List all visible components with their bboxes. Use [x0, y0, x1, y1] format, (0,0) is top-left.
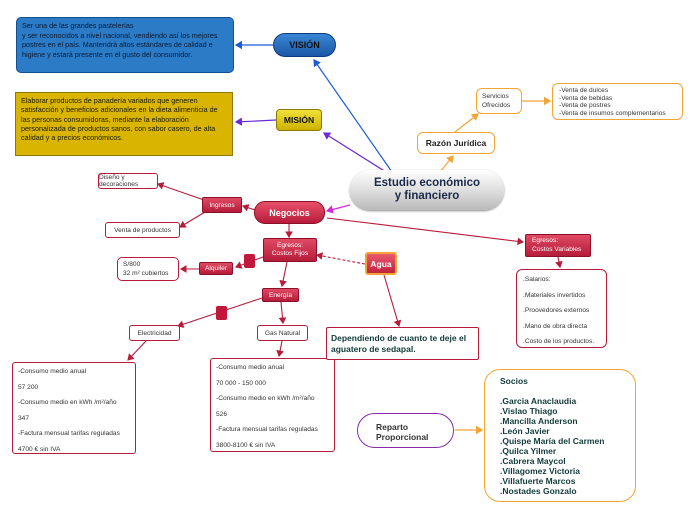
- socio-item: .Mancilla Anderson: [500, 416, 578, 426]
- agua-note: Dependiendo de cuanto te deje el aguater…: [326, 327, 479, 360]
- vision-description: Ser una de las grandes pastelerías y ser…: [16, 17, 234, 73]
- ingreso-item-venta[interactable]: Venta de productos: [105, 222, 180, 238]
- socio-item: .Cabrera Maycol: [500, 456, 566, 466]
- reparto-proporcional-node[interactable]: Reparto Proporcional: [357, 413, 454, 448]
- socios-box: Socios .Garcia Anaclaudia .Vislao Thiago…: [484, 369, 636, 502]
- egresos-variables-details: .Salarios: .Materiales invertidos .Proov…: [516, 269, 607, 348]
- marker-icon: [216, 306, 227, 320]
- socio-item: .Quispe María del Carmen: [500, 436, 605, 446]
- electricidad-node[interactable]: Electricidad: [129, 325, 180, 341]
- electricidad-details: -Consumo medio anual 57 200 -Consumo med…: [12, 362, 136, 454]
- link-gas-details: [276, 340, 284, 358]
- link-razon-servicios: [454, 113, 479, 133]
- marker-icon: [244, 254, 255, 268]
- ingreso-item-diseno[interactable]: Diseño y decoraciones: [98, 173, 158, 189]
- gas-natural-node[interactable]: Gas Natural: [257, 325, 308, 341]
- vision-node[interactable]: VISIÓN: [273, 33, 336, 57]
- socio-item: .Quilca Yilmer: [500, 446, 557, 456]
- link-egresos-agua: [315, 252, 366, 265]
- servicios-list: -Venta de dulces -Venta de bebidas -Vent…: [552, 83, 683, 120]
- link-electricidad-details: [127, 340, 147, 361]
- socios-title: Socios: [500, 376, 528, 386]
- servicios-ofrecidos-node[interactable]: Servicios Ofrecidos: [476, 88, 522, 114]
- link-ingresos-venta: [179, 211, 206, 228]
- alquiler-node[interactable]: Alquiler: [199, 262, 233, 275]
- link-egresos-energia: [279, 261, 288, 288]
- link-mision-box: [234, 117, 277, 126]
- central-topic[interactable]: Estudio económico y financiero: [350, 170, 504, 210]
- socio-item: .Vislao Thiago: [500, 406, 558, 416]
- negocios-node[interactable]: Negocios: [254, 201, 325, 224]
- link-ingresos-diseno: [156, 182, 205, 201]
- link-central-vision: [313, 59, 393, 173]
- socio-item: .Villafuerte Marcos: [500, 476, 576, 486]
- socio-item: .León Javier: [500, 426, 550, 436]
- socio-item: .Villagomez Victoria: [500, 466, 580, 476]
- mision-node[interactable]: MISIÓN: [276, 109, 322, 131]
- socio-item: .Garcia Anaclaudia: [500, 396, 577, 406]
- egresos-fijos-node[interactable]: Egresos: Costos Fijos: [263, 238, 317, 262]
- agua-node[interactable]: Agua: [365, 252, 397, 275]
- link-energia-gas: [278, 301, 287, 325]
- egresos-variables-node[interactable]: Egresos: Costos Variables: [525, 234, 591, 257]
- link-agua-note: [383, 274, 402, 328]
- link-variables-details: [555, 256, 563, 269]
- socio-item: .Nostades Gonzalo: [500, 486, 577, 496]
- alquiler-detail: S/800 32 m² cubiertos: [117, 257, 179, 281]
- energia-node[interactable]: Energía: [262, 288, 299, 302]
- mision-description: Elaborar productos de panadería variados…: [15, 92, 233, 156]
- link-negocios-variables: [326, 217, 525, 246]
- link-central-mision: [322, 132, 387, 173]
- razon-juridica-node[interactable]: Razón Jurídica: [417, 132, 495, 154]
- ingresos-node[interactable]: Ingresos: [202, 197, 242, 213]
- link-central-negocios: [325, 204, 351, 214]
- gas-natural-details: -Consumo medio anual 70 000 - 150 000 -C…: [210, 358, 335, 452]
